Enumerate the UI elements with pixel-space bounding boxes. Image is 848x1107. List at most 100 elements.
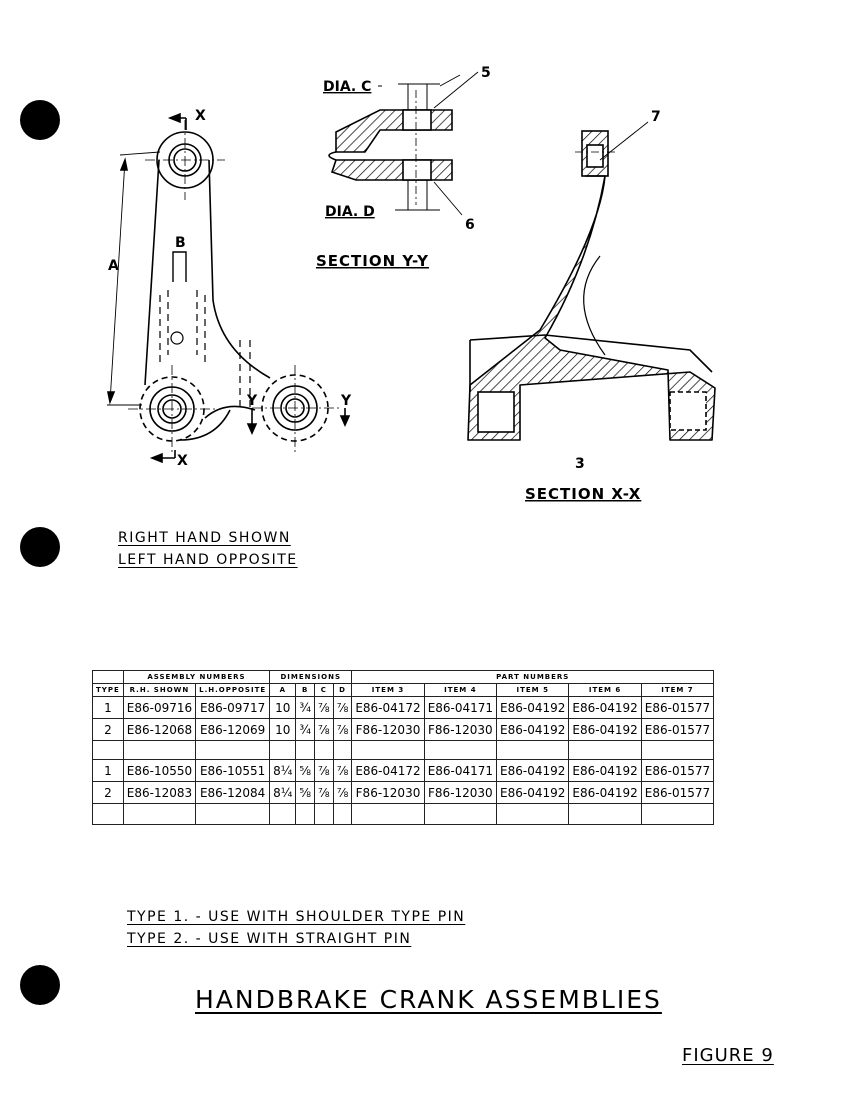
- dimensions-header: DIMENSIONS: [269, 670, 353, 684]
- cell-dim-b: ¾: [295, 696, 316, 719]
- item-3-label: 3: [575, 456, 585, 472]
- cell-dim-c: ⅞: [314, 696, 334, 719]
- plan-y-left-label: Y: [246, 393, 258, 409]
- cell-dim-d: ⅞: [332, 718, 353, 741]
- assembly-numbers-header: ASSEMBLY NUMBERS: [122, 670, 271, 684]
- col-header-item-4: ITEM 4: [423, 683, 498, 697]
- cell-item-7: E86-01577: [640, 781, 715, 804]
- col-header-type: TYPE: [92, 683, 124, 697]
- table-blank-row: [92, 803, 715, 825]
- cell-rh-shown: E86-12083: [122, 781, 197, 804]
- cell-rh-shown: E86-09716: [122, 696, 197, 719]
- col-header-lh-opposite: L.H.OPPOSITE: [195, 683, 271, 697]
- cell-dim-c: ⅞: [314, 781, 334, 804]
- table-row: 1 E86-09716 E86-09717 10 ¾ ⅞ ⅞ E86-04172…: [92, 696, 715, 719]
- cell-item-4: F86-12030: [423, 718, 498, 741]
- parts-table: ASSEMBLY NUMBERS DIMENSIONS PART NUMBERS…: [92, 670, 715, 825]
- col-header-a: A: [269, 683, 297, 697]
- section-xx-title: SECTION X-X: [525, 485, 641, 503]
- cell-rh-shown: E86-12068: [122, 718, 197, 741]
- cell-item-6: E86-04192: [568, 759, 642, 782]
- cell-dim-c: ⅞: [314, 718, 334, 741]
- cell-item-7: E86-01577: [640, 759, 715, 782]
- cell-dim-b: ⅝: [295, 759, 316, 782]
- cell-item-4: E86-04171: [423, 696, 498, 719]
- dimension-b-label: B: [175, 235, 186, 251]
- cell-item-5: E86-04192: [496, 718, 570, 741]
- cell-dim-d: ⅞: [332, 696, 353, 719]
- section-yy-title: SECTION Y-Y: [316, 252, 429, 270]
- cell-item-4: E86-04171: [423, 759, 498, 782]
- type-1-note: TYPE 1. - USE WITH SHOULDER TYPE PIN: [127, 909, 466, 925]
- dia-d-label: DIA. D: [325, 204, 375, 220]
- figure-number: FIGURE 9: [682, 1045, 774, 1066]
- page-title: HANDBRAKE CRANK ASSEMBLIES: [195, 985, 662, 1014]
- col-header-c: C: [314, 683, 334, 697]
- cell-item-6: E86-04192: [568, 781, 642, 804]
- item-6-label: 6: [465, 217, 475, 233]
- cell-item-3: F86-12030: [351, 781, 425, 804]
- cell-item-3: F86-12030: [351, 718, 425, 741]
- cell-item-3: E86-04172: [351, 759, 425, 782]
- left-hand-note: LEFT HAND OPPOSITE: [118, 552, 298, 568]
- crank-plan-view: [107, 112, 351, 464]
- cell-item-6: E86-04192: [568, 696, 642, 719]
- cell-dim-c: ⅞: [314, 759, 334, 782]
- cell-item-7: E86-01577: [640, 696, 715, 719]
- punch-hole-bottom: [20, 965, 60, 1005]
- cell-dim-a: 8¼: [269, 759, 297, 782]
- punch-hole-top: [20, 100, 60, 140]
- table-group-spacer: [92, 670, 124, 684]
- item-7-label: 7: [651, 109, 661, 125]
- col-header-rh-shown: R.H. SHOWN: [122, 683, 197, 697]
- cell-type: 1: [92, 759, 124, 782]
- cell-item-7: E86-01577: [640, 718, 715, 741]
- col-header-b: B: [295, 683, 316, 697]
- cell-item-5: E86-04192: [496, 696, 570, 719]
- cell-lh-opposite: E86-12069: [195, 718, 271, 741]
- cell-lh-opposite: E86-12084: [195, 781, 271, 804]
- col-header-d: D: [332, 683, 353, 697]
- col-header-item-6: ITEM 6: [568, 683, 642, 697]
- cell-rh-shown: E86-10550: [122, 759, 197, 782]
- section-yy-view: [328, 71, 479, 216]
- plan-x-bottom-label: X: [177, 453, 188, 469]
- cell-type: 1: [92, 696, 124, 719]
- cell-dim-d: ⅞: [332, 759, 353, 782]
- cell-type: 2: [92, 718, 124, 741]
- table-column-header-row: TYPE R.H. SHOWN L.H.OPPOSITE A B C D ITE…: [92, 683, 715, 697]
- type-notes: TYPE 1. - USE WITH SHOULDER TYPE PIN TYP…: [127, 909, 465, 953]
- table-row: 2 E86-12068 E86-12069 10 ¾ ⅞ ⅞ F86-12030…: [92, 718, 715, 741]
- type-2-note: TYPE 2. - USE WITH STRAIGHT PIN: [127, 931, 412, 947]
- cell-dim-b: ⅝: [295, 781, 316, 804]
- table-spacer-row: [92, 740, 715, 760]
- cell-item-5: E86-04192: [496, 759, 570, 782]
- cell-dim-b: ¾: [295, 718, 316, 741]
- crank-drawing: X X Y Y A B DIA. C DIA. D 5 6 SECTION Y-…: [107, 65, 716, 503]
- cell-dim-a: 10: [269, 718, 297, 741]
- cell-lh-opposite: E86-10551: [195, 759, 271, 782]
- table-group-header-row: ASSEMBLY NUMBERS DIMENSIONS PART NUMBERS: [92, 670, 715, 684]
- col-header-item-7: ITEM 7: [640, 683, 715, 697]
- cell-item-3: E86-04172: [351, 696, 425, 719]
- right-hand-note: RIGHT HAND SHOWN: [118, 530, 291, 546]
- item-5-label: 5: [481, 65, 491, 81]
- section-xx-view: [467, 121, 716, 441]
- dia-c-label: DIA. C: [323, 79, 371, 95]
- dimension-a-label: A: [108, 258, 119, 274]
- plan-x-top-label: X: [195, 108, 206, 124]
- punch-hole-middle: [20, 527, 60, 567]
- cell-type: 2: [92, 781, 124, 804]
- cell-item-5: E86-04192: [496, 781, 570, 804]
- table-row: 2 E86-12083 E86-12084 8¼ ⅝ ⅞ ⅞ F86-12030…: [92, 781, 715, 804]
- plan-y-right-label: Y: [340, 393, 352, 409]
- hand-note: RIGHT HAND SHOWN LEFT HAND OPPOSITE: [118, 530, 298, 574]
- cell-dim-a: 10: [269, 696, 297, 719]
- cell-item-4: F86-12030: [423, 781, 498, 804]
- part-numbers-header: PART NUMBERS: [351, 670, 715, 684]
- col-header-item-5: ITEM 5: [496, 683, 570, 697]
- cell-dim-a: 8¼: [269, 781, 297, 804]
- col-header-item-3: ITEM 3: [351, 683, 425, 697]
- table-row: 1 E86-10550 E86-10551 8¼ ⅝ ⅞ ⅞ E86-04172…: [92, 759, 715, 782]
- cell-lh-opposite: E86-09717: [195, 696, 271, 719]
